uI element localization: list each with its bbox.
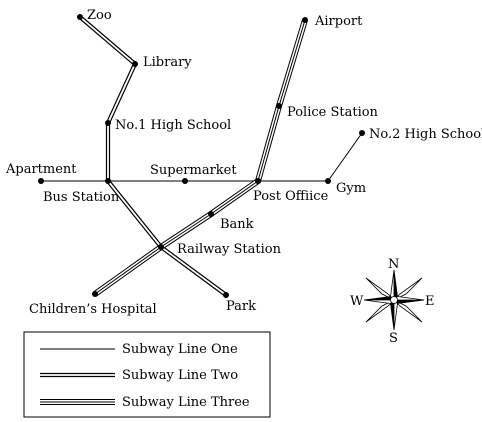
- label-post-office: Post Offiice: [253, 189, 329, 204]
- label-no1-high-school: No.1 High School: [115, 118, 231, 133]
- station-dot-railway-station: [158, 244, 164, 250]
- station-dot-bank: [208, 211, 214, 217]
- label-no2-high-school: No.2 High School: [369, 127, 482, 142]
- subway-line-two: [78, 15, 228, 297]
- station-dot-bus-station: [105, 178, 111, 184]
- label-childrens-hospital: Children’s Hospital: [29, 302, 157, 317]
- label-bank: Bank: [220, 217, 254, 232]
- label-zoo: Zoo: [87, 8, 112, 23]
- legend: Subway Line One Subway Line Two Subway L…: [23, 331, 271, 418]
- station-dot-library: [132, 61, 138, 67]
- legend-label-line-two: Subway Line Two: [122, 368, 238, 383]
- station-dots: [38, 14, 365, 298]
- compass-east-label: E: [425, 294, 435, 309]
- station-dot-gym: [325, 178, 331, 184]
- compass-north-label: N: [388, 257, 399, 272]
- legend-label-line-one: Subway Line One: [122, 342, 238, 357]
- label-park: Park: [226, 299, 256, 314]
- label-library: Library: [143, 55, 192, 70]
- subway-line-three: [93, 19, 308, 297]
- label-apartment: Apartment: [5, 162, 77, 177]
- label-bus-station: Bus Station: [43, 190, 120, 205]
- station-dot-apartment: [38, 178, 44, 184]
- station-dot-police-station: [276, 103, 282, 109]
- station-dot-childrens-hospital: [92, 291, 98, 297]
- compass-south-label: S: [389, 331, 398, 346]
- station-dot-park: [223, 292, 229, 298]
- label-railway-station: Railway Station: [177, 242, 282, 257]
- station-dot-post-office: [255, 178, 261, 184]
- station-dot-airport: [302, 17, 308, 23]
- station-dot-no1-high-school: [105, 120, 111, 126]
- compass-west-label: W: [350, 294, 364, 309]
- label-police-station: Police Station: [287, 105, 379, 120]
- legend-label-line-three: Subway Line Three: [122, 395, 250, 410]
- station-dot-zoo: [77, 14, 83, 20]
- label-airport: Airport: [314, 14, 363, 29]
- station-labels: Zoo Library No.1 High School Apartment B…: [5, 8, 482, 317]
- compass-rose-icon: N S E W: [350, 257, 435, 346]
- station-dot-supermarket: [182, 178, 188, 184]
- station-dot-no2-high-school: [359, 130, 365, 136]
- label-gym: Gym: [336, 181, 366, 196]
- label-supermarket: Supermarket: [150, 163, 237, 178]
